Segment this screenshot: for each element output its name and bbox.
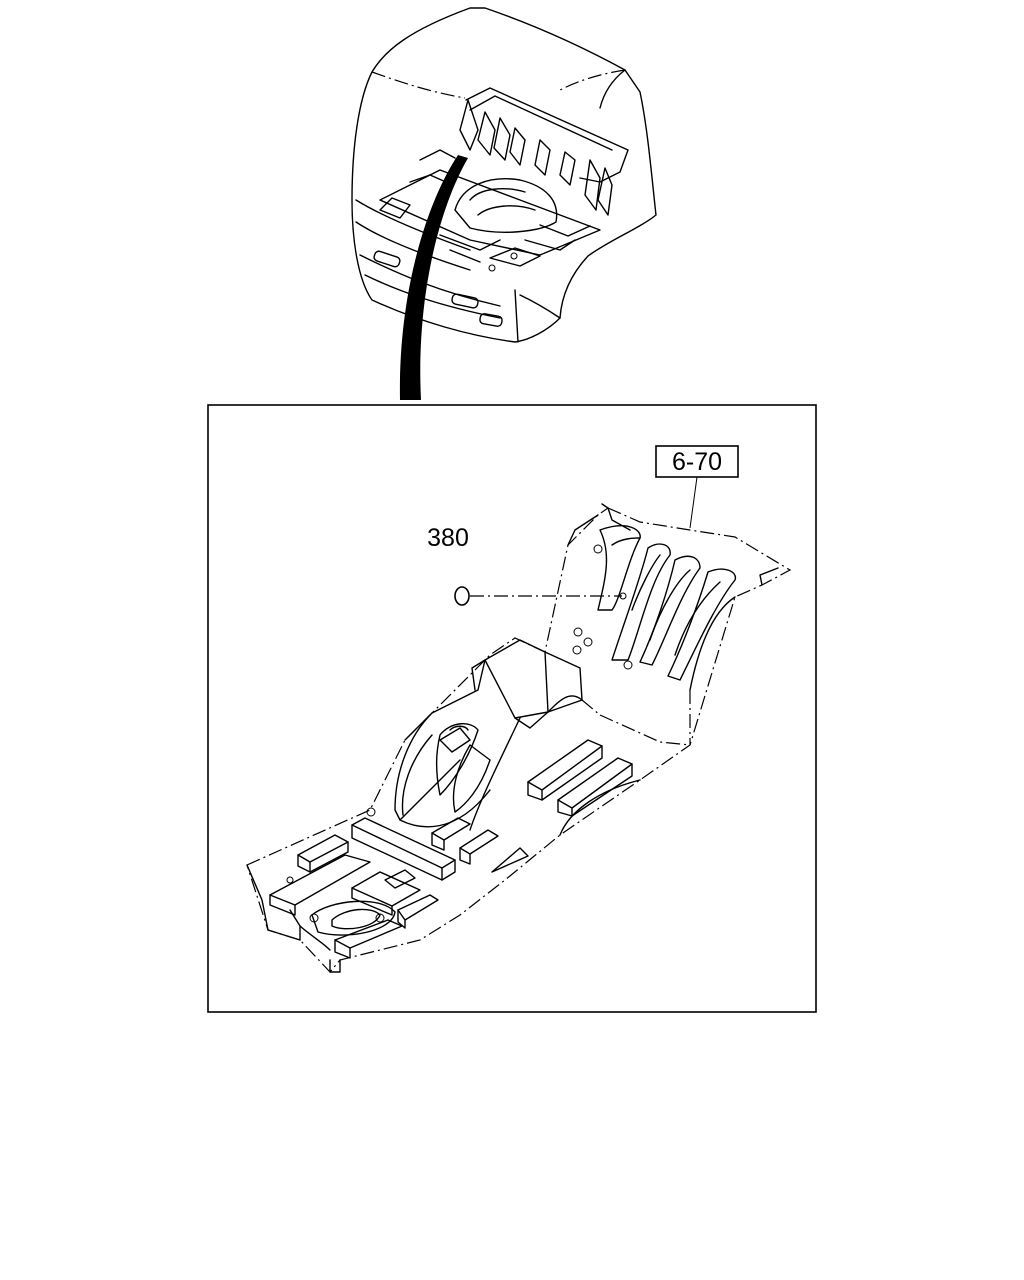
part-marker-icon bbox=[454, 586, 470, 606]
reference-leader bbox=[689, 476, 698, 529]
floor-panel-illustration bbox=[246, 503, 792, 973]
reference-box-label: 6-70 bbox=[672, 448, 722, 476]
detail-frame bbox=[207, 404, 817, 1013]
cab-overview-illustration bbox=[351, 7, 657, 343]
connector-leader bbox=[399, 155, 468, 400]
part-number-label: 380 bbox=[427, 524, 469, 552]
reference-callout: 6-70 bbox=[655, 445, 739, 529]
part-callout: 380 bbox=[427, 524, 627, 606]
